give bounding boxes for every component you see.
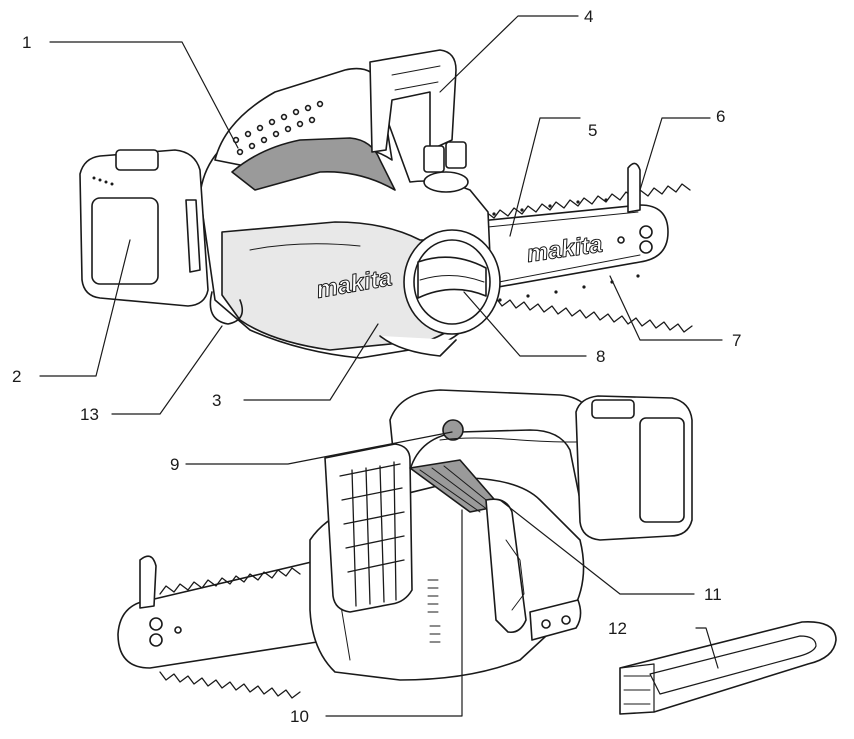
callout-5: 5 (588, 121, 598, 140)
leader-8 (463, 291, 587, 357)
leader-6 (639, 117, 711, 191)
sprocket-cover-knob (403, 229, 501, 335)
leader-1 (49, 41, 239, 149)
callout-1: 1 (22, 33, 32, 52)
leader-3 (243, 323, 379, 401)
lower-guide-bar (117, 555, 331, 699)
lower-bar-tip-guard (139, 555, 157, 609)
guide-bar-cover (619, 621, 837, 715)
callout-9: 9 (170, 455, 180, 474)
callout-12: 12 (608, 619, 627, 638)
rear-handle (214, 67, 396, 191)
bar-tip-guard (627, 162, 641, 213)
leader-4 (439, 15, 579, 93)
leader-2 (39, 239, 131, 377)
leader-lines (39, 15, 723, 717)
lower-chainsaw (117, 389, 693, 699)
leader-13 (111, 325, 223, 415)
leader-11 (499, 499, 695, 595)
callout-4: 4 (584, 7, 594, 26)
callout-13: 13 (80, 405, 99, 424)
callout-11: 11 (704, 585, 722, 604)
lower-battery-pack (575, 395, 693, 541)
lower-vents (427, 579, 441, 643)
leader-10 (325, 509, 463, 717)
leader-12 (695, 627, 719, 669)
battery-indicator (92, 176, 114, 186)
front-hand-guard (369, 49, 457, 153)
callout-7: 7 (732, 331, 742, 350)
callout-2: 2 (12, 367, 22, 386)
guide-bar (469, 204, 669, 293)
leader-9 (185, 431, 453, 465)
leader-7 (609, 275, 723, 341)
top-knob (423, 141, 469, 193)
lower-housing-edge (379, 335, 457, 357)
upper-chainsaw: makita (79, 49, 693, 359)
callout-10: 10 (290, 707, 309, 726)
callout-6: 6 (716, 107, 726, 126)
battery-pack (79, 149, 209, 307)
leader-5 (509, 117, 581, 237)
callout-8: 8 (596, 347, 606, 366)
callout-3: 3 (212, 391, 222, 410)
lower-rear-grip (485, 498, 582, 641)
hanger-hook (209, 291, 244, 325)
lower-hand-guard (324, 443, 413, 613)
